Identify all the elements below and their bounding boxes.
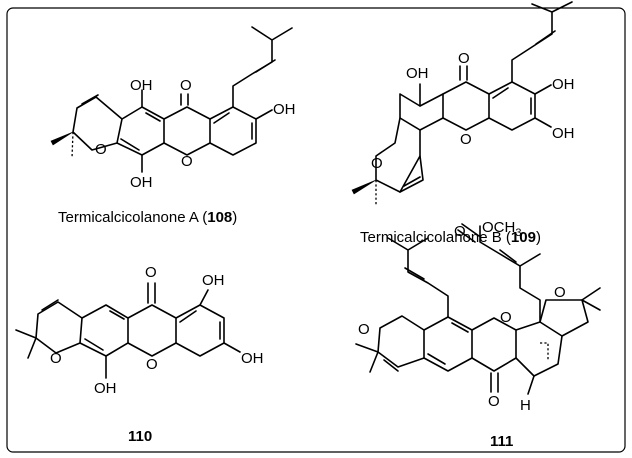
- o-label: O: [458, 50, 470, 67]
- o-label: O: [95, 141, 107, 158]
- paren-open: (: [202, 209, 207, 226]
- o-label: O: [180, 77, 192, 94]
- o-label: O: [371, 155, 383, 172]
- oh-label: OH: [273, 101, 296, 118]
- structure-111: [355, 223, 601, 395]
- oh-label: OH: [130, 77, 153, 94]
- structure-110: [15, 282, 241, 379]
- o-label: O: [50, 350, 62, 367]
- ester-label: OCH3: [482, 219, 521, 239]
- o-label: O: [146, 356, 158, 373]
- o-label: O: [181, 153, 193, 170]
- paren-close: ): [232, 209, 237, 226]
- oh-label: OH: [241, 350, 264, 367]
- o-label: O: [500, 309, 512, 326]
- o-label: O: [554, 284, 566, 301]
- h-label: H: [520, 397, 531, 414]
- o-label: O: [145, 264, 157, 281]
- figure-frame: [6, 7, 626, 453]
- compound-number: 108: [207, 209, 232, 226]
- caption-110: 110: [128, 428, 152, 445]
- oh-label: OH: [406, 65, 429, 82]
- oh-label: OH: [202, 272, 225, 289]
- o-label: O: [460, 131, 472, 148]
- structure-109: [351, 1, 573, 205]
- caption-108: Termicalcicolanone A (108): [58, 209, 237, 226]
- structure-108: [50, 26, 293, 173]
- oh-label: OH: [130, 174, 153, 191]
- compound-number: 109: [511, 229, 536, 246]
- oh-label: OH: [552, 76, 575, 93]
- compound-name: Termicalcicolanone A: [58, 209, 199, 226]
- ester-group: OCH: [482, 219, 515, 236]
- ester-subscript: 3: [515, 227, 521, 239]
- paren-open: (: [506, 229, 511, 246]
- o-label: O: [454, 223, 466, 240]
- o-label: O: [358, 321, 370, 338]
- oh-label: OH: [94, 380, 117, 397]
- oh-label: OH: [552, 125, 575, 142]
- caption-111: 111: [490, 433, 513, 450]
- o-label: O: [488, 393, 500, 410]
- paren-close: ): [536, 229, 541, 246]
